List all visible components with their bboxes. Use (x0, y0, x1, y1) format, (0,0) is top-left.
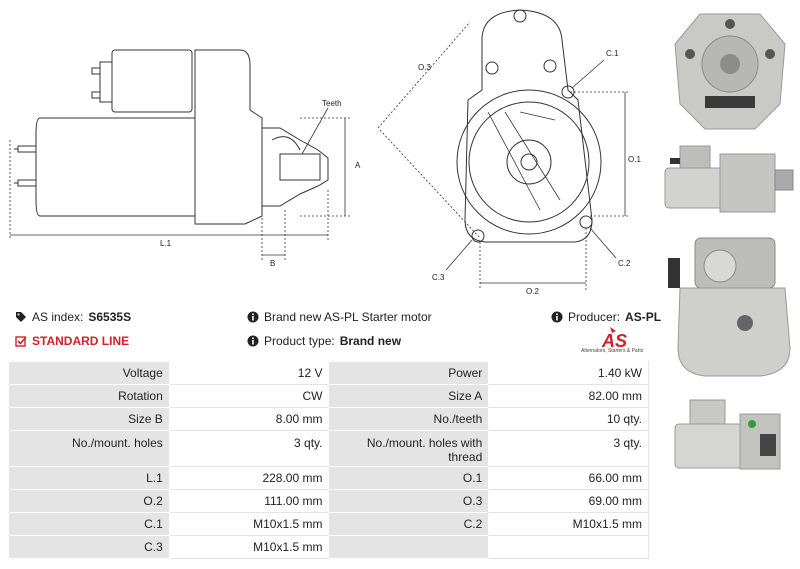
product-type-value: Brand new (339, 334, 402, 348)
side-view-drawing (14, 49, 329, 225)
spec-value: M10x1.5 mm (488, 512, 649, 536)
product-info: AS index: S6535S STANDARD LINE Brand new… (0, 300, 661, 360)
standard-line: STANDARD LINE (15, 334, 129, 348)
label-l1: L.1 (160, 239, 172, 248)
spec-value: M10x1.5 mm (168, 512, 330, 536)
spec-value: 3 qty. (488, 430, 649, 467)
spec-label: Size A (328, 384, 490, 408)
spec-value: CW (168, 384, 330, 408)
table-row: Voltage 12 V Power 1.40 kW (9, 361, 649, 385)
product-photos (660, 0, 800, 569)
spec-label: C.1 (9, 512, 170, 536)
product-photo-back (668, 237, 791, 377)
spec-label: Voltage (9, 361, 170, 385)
info-icon (247, 311, 259, 323)
brand-new-text: Brand new AS-PL Starter motor (264, 310, 432, 324)
table-row: No./mount. holes 3 qty. No./mount. holes… (9, 430, 649, 467)
product-photo-angle (674, 399, 781, 470)
logo-subtitle: Alternators, Starters & Parts (581, 348, 644, 354)
table-row: Rotation CW Size A 82.00 mm (9, 384, 649, 408)
spec-value: 66.00 mm (488, 466, 649, 490)
spec-label: O.3 (328, 489, 490, 513)
info-icon (551, 311, 563, 323)
spec-label: O.2 (9, 489, 170, 513)
label-c3: C.3 (432, 273, 445, 282)
spec-value: 3 qty. (168, 430, 330, 467)
table-row: L.1 228.00 mm O.1 66.00 mm (9, 466, 649, 490)
table-row: C.1 M10x1.5 mm C.2 M10x1.5 mm (9, 512, 649, 536)
spec-label: Rotation (9, 384, 170, 408)
label-a: A (355, 161, 361, 170)
label-o3: O.3 (418, 63, 431, 72)
info-icon (247, 335, 259, 347)
spec-label: O.1 (328, 466, 490, 490)
producer: Producer: AS-PL (551, 310, 661, 324)
label-o2: O.2 (526, 287, 539, 296)
label-c1: C.1 (606, 49, 619, 58)
standard-line-text: STANDARD LINE (32, 334, 130, 348)
spec-value: 8.00 mm (168, 407, 330, 431)
table-row: Size B 8.00 mm No./teeth 10 qty. (9, 407, 649, 431)
spec-value: 111.00 mm (168, 489, 330, 513)
spec-label: No./mount. holes with thread (328, 430, 490, 467)
spec-label: No./teeth (328, 407, 490, 431)
table-row: O.2 111.00 mm O.3 69.00 mm (9, 489, 649, 513)
spec-label: L.1 (9, 466, 170, 490)
product-type-label: Product type: (264, 334, 335, 348)
product-photo-front (674, 13, 786, 130)
spec-label: No./mount. holes (9, 430, 170, 467)
spec-value: 12 V (168, 361, 330, 385)
as-index-value: S6535S (88, 310, 132, 324)
spec-value: 10 qty. (488, 407, 649, 431)
label-b: B (270, 259, 275, 268)
logo-text: AS (601, 331, 627, 351)
label-c2: C.2 (618, 259, 631, 268)
label-teeth: Teeth (322, 99, 342, 108)
as-index: AS index: S6535S (15, 310, 131, 324)
spec-label: Power (328, 361, 490, 385)
spec-value: 1.40 kW (488, 361, 649, 385)
product-photo-side (664, 145, 794, 213)
producer-label: Producer: (568, 310, 621, 324)
front-view-drawing (456, 9, 602, 243)
spec-value: 228.00 mm (168, 466, 330, 490)
checkbox-checked-icon (15, 336, 27, 347)
spec-label (328, 535, 490, 559)
spec-value: M10x1.5 mm (168, 535, 330, 559)
brand-new-info: Brand new AS-PL Starter motor (247, 310, 432, 324)
label-o1: O.1 (628, 155, 641, 164)
specs-table: Voltage 12 V Power 1.40 kW Rotation CW S… (9, 361, 649, 559)
spec-value (488, 535, 649, 559)
tag-icon (16, 312, 26, 322)
table-row: C.3 M10x1.5 mm (9, 535, 649, 559)
spec-label: C.2 (328, 512, 490, 536)
spec-label: C.3 (9, 535, 170, 559)
as-pl-logo: AS (601, 327, 627, 351)
spec-label: Size B (9, 407, 170, 431)
spec-value: 69.00 mm (488, 489, 649, 513)
technical-drawings: Teeth A L.1 B (9, 9, 641, 296)
spec-value: 82.00 mm (488, 384, 649, 408)
producer-value: AS-PL (625, 310, 662, 324)
as-index-label: AS index: (32, 310, 84, 324)
product-type: Product type: Brand new (247, 334, 401, 348)
